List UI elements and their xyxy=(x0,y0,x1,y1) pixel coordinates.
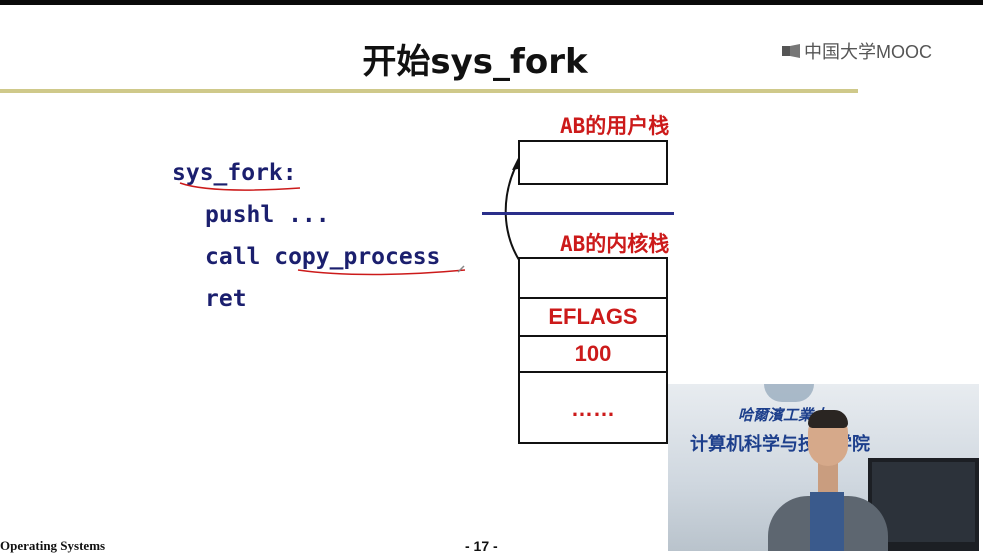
user-stack-label: AB的用户栈 xyxy=(560,114,670,138)
mooc-logo-icon xyxy=(782,44,800,58)
user-stack-box xyxy=(518,140,668,185)
university-sign: 哈爾濱工業大 xyxy=(738,406,829,424)
mooc-logo: 中国大学MOOC xyxy=(782,38,932,64)
instructor-neck xyxy=(818,462,838,492)
stack-cell-ellipsis: …… xyxy=(520,371,666,444)
instructor-hair xyxy=(808,410,848,428)
university-emblem-icon xyxy=(764,384,814,402)
code-line-label: sys_fork: xyxy=(172,160,297,186)
instructor-shirt xyxy=(810,492,844,551)
code-line-pushl: pushl ... xyxy=(205,202,330,228)
instructor-video[interactable]: 哈爾濱工業大 计算机科学与技术学院 xyxy=(668,384,979,551)
top-bar xyxy=(0,0,983,5)
stack-cell-100: 100 xyxy=(520,335,666,371)
stack-cell-eflags: EFLAGS xyxy=(520,297,666,335)
title-rule xyxy=(0,89,858,93)
mooc-logo-text: 中国大学MOOC xyxy=(804,42,932,62)
page-number: - 17 - xyxy=(465,538,498,554)
footer-course: Operating Systems xyxy=(0,538,106,553)
code-line-ret: ret xyxy=(205,286,247,312)
slide-title: 开始sys_fork xyxy=(362,42,588,82)
kernel-stack-box: EFLAGS 100 …… xyxy=(518,257,668,444)
code-line-call: call copy_process xyxy=(205,244,441,270)
user-kernel-divider xyxy=(482,212,674,215)
kernel-stack-label: AB的内核栈 xyxy=(560,232,670,256)
